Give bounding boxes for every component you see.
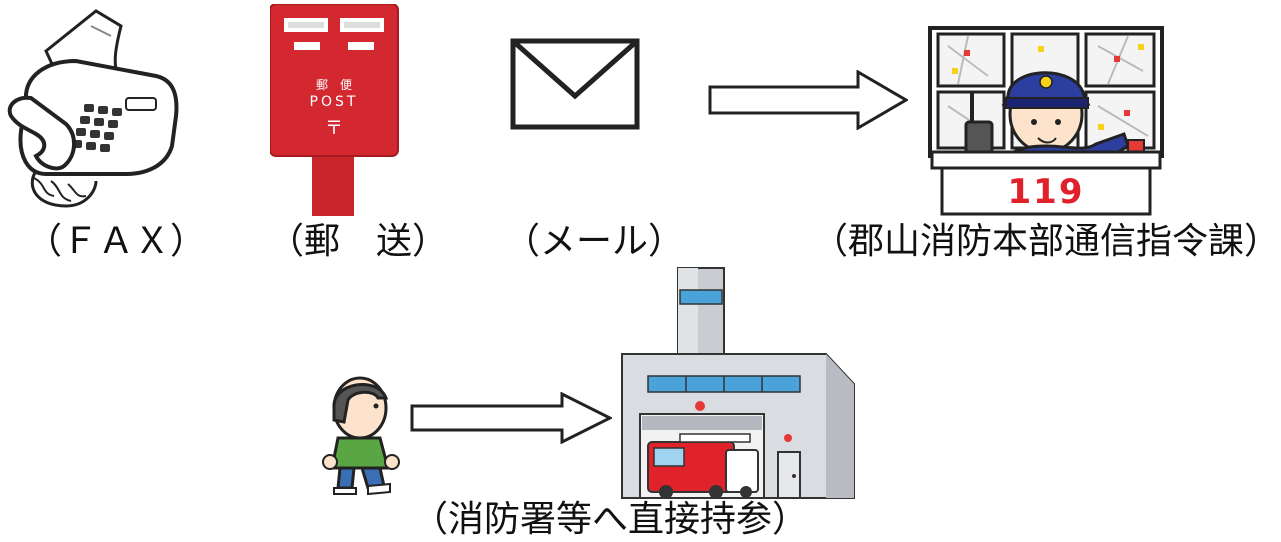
- dispatch-center-illustration: 119: [928, 26, 1164, 216]
- post-box-label-post: POST: [309, 94, 359, 110]
- arrow-right-icon: [410, 392, 612, 444]
- post-box-label-postal: 郵 便: [315, 78, 352, 92]
- caption-post: （郵 送）: [268, 221, 449, 262]
- caption-mail: （メール）: [504, 221, 685, 262]
- dispatch-desk-number: 119: [1007, 172, 1085, 212]
- arrow-right-icon: [708, 70, 908, 130]
- post-box-postal-mark: 〒: [325, 118, 343, 139]
- post-box-illustration: 郵 便 POST 〒: [270, 4, 400, 216]
- caption-fax: （ＦＡＸ）: [26, 221, 207, 262]
- fax-machine-illustration: [6, 6, 186, 216]
- caption-direct: （消防署等へ直接持参）: [412, 499, 809, 540]
- envelope-icon: [510, 38, 640, 130]
- walking-person-illustration: [318, 376, 404, 496]
- caption-dispatch: （郡山消防本部通信指令課）: [812, 221, 1281, 262]
- fire-station-illustration: [620, 266, 856, 502]
